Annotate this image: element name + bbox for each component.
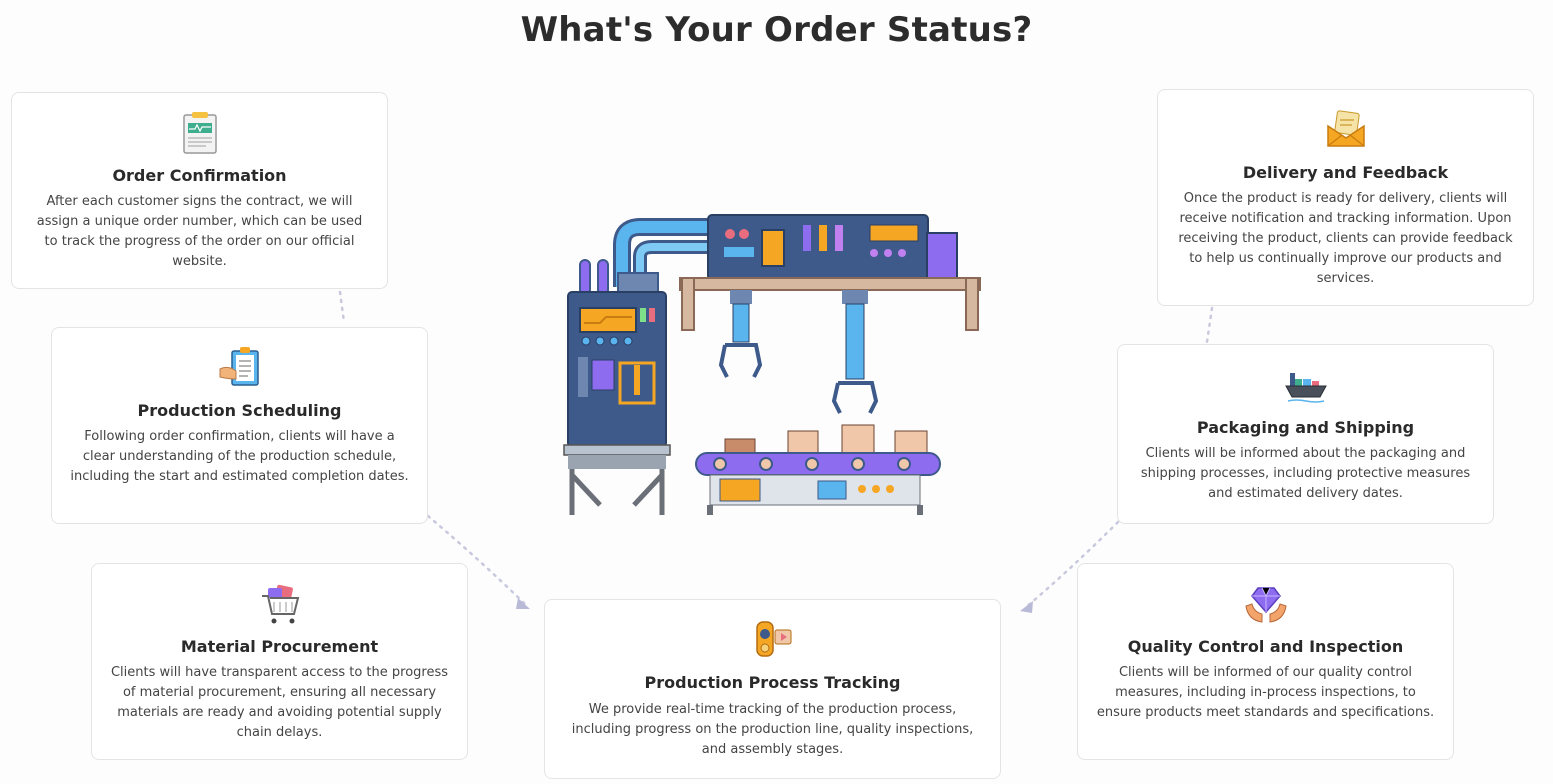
card-production-scheduling: Production Scheduling Following order co… xyxy=(51,327,428,524)
card-description: Following order confirmation, clients wi… xyxy=(70,429,409,484)
card-description: Clients will have transparent access to … xyxy=(110,665,449,740)
card-packaging-shipping: Packaging and Shipping Clients will be i… xyxy=(1117,344,1494,524)
cargo-ship-icon xyxy=(1284,373,1327,403)
card-description: Once the product is ready for delivery, … xyxy=(1178,191,1513,286)
page-title: What's Your Order Status? xyxy=(520,10,1033,50)
card-production-tracking: Production Process Tracking We provide r… xyxy=(544,599,1001,779)
card-material-procurement: Material Procurement Clients will have t… xyxy=(91,563,468,760)
card-delivery-feedback: Delivery and Feedback Once the product i… xyxy=(1157,89,1534,306)
card-description: We provide real-time tracking of the pro… xyxy=(571,702,974,757)
card-title: Packaging and Shipping xyxy=(1196,418,1415,437)
card-description: Clients will be informed of our quality … xyxy=(1096,665,1435,720)
diamond-hands-icon xyxy=(1244,587,1287,623)
card-description: Clients will be informed about the packa… xyxy=(1140,446,1471,501)
card-title: Production Process Tracking xyxy=(644,673,901,692)
envelope-letter-icon xyxy=(1326,110,1365,147)
card-title: Material Procurement xyxy=(180,637,379,656)
card-title: Delivery and Feedback xyxy=(1242,163,1449,182)
card-description: After each customer signs the contract, … xyxy=(36,194,363,269)
card-title: Production Scheduling xyxy=(137,401,342,420)
video-camera-icon xyxy=(755,621,791,657)
contract-document-icon xyxy=(182,112,217,154)
card-title: Quality Control and Inspection xyxy=(1127,637,1404,656)
card-quality-control: Quality Control and Inspection Clients w… xyxy=(1077,563,1454,760)
factory-machine-illustration xyxy=(563,214,981,515)
clipboard-schedule-icon xyxy=(219,347,259,386)
shopping-cart-icon xyxy=(261,584,299,624)
card-order-confirmation: Order Confirmation After each customer s… xyxy=(11,92,388,289)
card-title: Order Confirmation xyxy=(112,166,287,185)
